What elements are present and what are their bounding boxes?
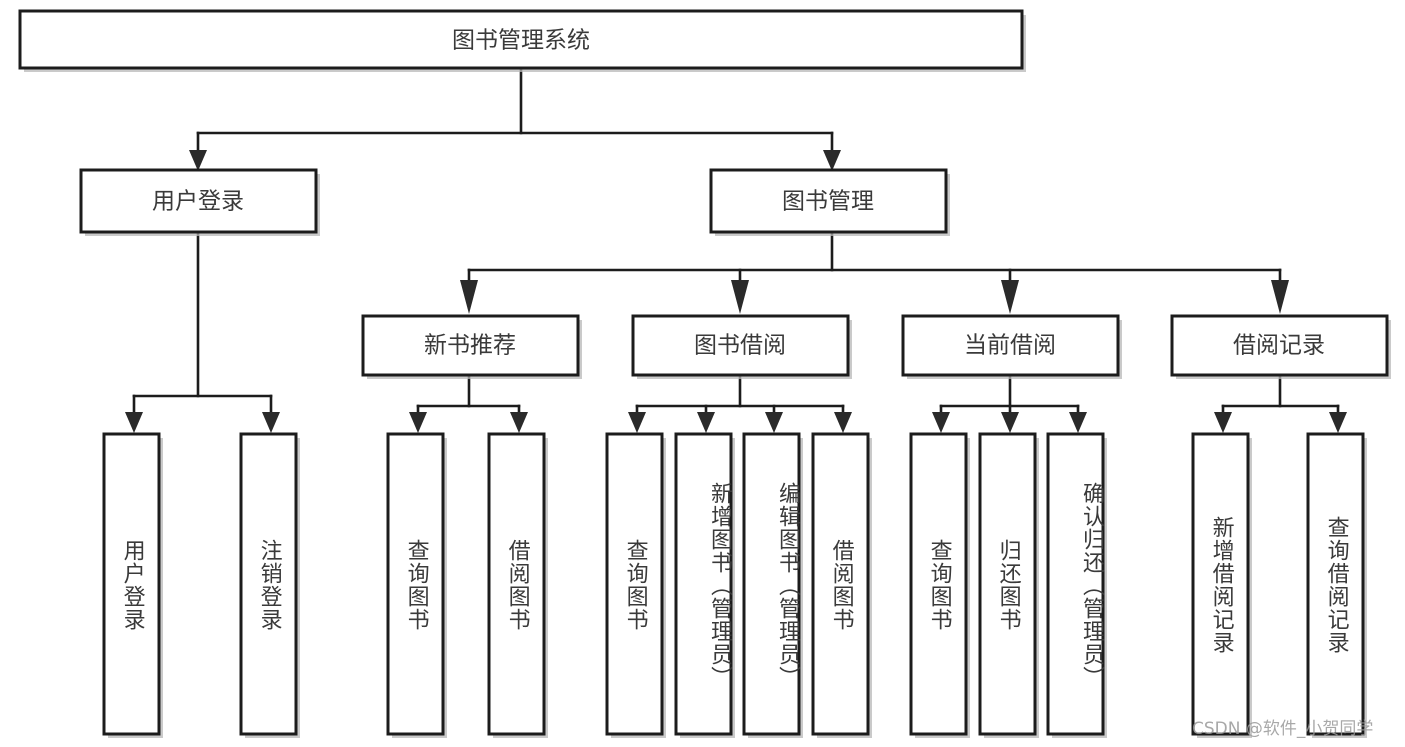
arrow-head-icon <box>510 412 528 433</box>
arrow-head-icon <box>834 412 852 433</box>
arrow-head-icon <box>697 412 715 433</box>
connector-root-to-level2 <box>189 66 841 171</box>
connector-bookmgmt-to-level3 <box>460 230 1289 314</box>
arrow-head-icon <box>460 280 478 314</box>
connector-currentborrow-to-leaves <box>932 373 1087 433</box>
arrow-head-icon <box>125 412 143 433</box>
node-book-management[interactable]: 图书管理 <box>709 168 950 236</box>
node-current-borrow[interactable]: 当前借阅 <box>901 314 1122 379</box>
node-leaf-user-login[interactable] <box>102 432 163 738</box>
arrow-head-icon <box>262 412 280 433</box>
node-leaf-add-borrow-record[interactable] <box>1191 432 1252 738</box>
csdn-watermark: CSDN @软件_小贺同学 <box>1192 719 1374 739</box>
node-leaf-add-book-admin[interactable] <box>674 432 735 738</box>
node-root-label: 图书管理系统 <box>452 28 590 54</box>
arrow-head-icon <box>731 280 749 314</box>
arrow-head-icon <box>1001 412 1019 433</box>
node-new-book-recommend-label: 新书推荐 <box>424 333 516 359</box>
node-borrow-record-label: 借阅记录 <box>1233 333 1325 359</box>
node-leaf-query-book-2[interactable] <box>605 432 666 738</box>
node-book-borrow[interactable]: 图书借阅 <box>631 314 852 379</box>
node-book-borrow-label: 图书借阅 <box>694 333 786 359</box>
arrow-head-icon <box>1214 412 1232 433</box>
node-leaf-query-borrow-record[interactable] <box>1306 432 1367 738</box>
node-leaf-query-book-1[interactable] <box>386 432 447 738</box>
arrow-head-icon <box>1001 280 1019 314</box>
arrow-head-icon <box>409 412 427 433</box>
arrow-head-icon <box>1271 280 1289 314</box>
arrow-head-icon <box>932 412 950 433</box>
node-user-login-label: 用户登录 <box>152 189 244 215</box>
node-user-login[interactable]: 用户登录 <box>79 168 320 236</box>
node-leaf-confirm-return-admin[interactable] <box>1046 432 1107 738</box>
node-leaf-borrow-book-1[interactable] <box>487 432 548 738</box>
connector-borrowrecord-to-leaves <box>1214 373 1347 433</box>
connector-bookborrow-to-leaves <box>628 373 852 433</box>
arrow-head-icon <box>1329 412 1347 433</box>
arrow-head-icon <box>1069 412 1087 433</box>
connector-newbook-to-leaves <box>409 373 528 433</box>
arrow-head-icon <box>823 150 841 171</box>
node-leaf-return-book[interactable] <box>978 432 1039 738</box>
arrow-head-icon <box>628 412 646 433</box>
node-root[interactable]: 图书管理系统 <box>18 9 1026 72</box>
connector-userlogin-to-leaves <box>125 230 280 433</box>
node-leaf-edit-book-admin[interactable] <box>742 432 803 738</box>
arrow-head-icon <box>189 150 207 171</box>
node-book-management-label: 图书管理 <box>782 189 874 215</box>
node-borrow-record[interactable]: 借阅记录 <box>1170 314 1391 379</box>
arrow-head-icon <box>765 412 783 433</box>
node-current-borrow-label: 当前借阅 <box>964 333 1056 359</box>
node-leaf-borrow-book-2[interactable] <box>811 432 872 738</box>
node-leaf-logout[interactable] <box>239 432 300 738</box>
node-leaf-query-book-3[interactable] <box>909 432 970 738</box>
node-new-book-recommend[interactable]: 新书推荐 <box>361 314 582 379</box>
